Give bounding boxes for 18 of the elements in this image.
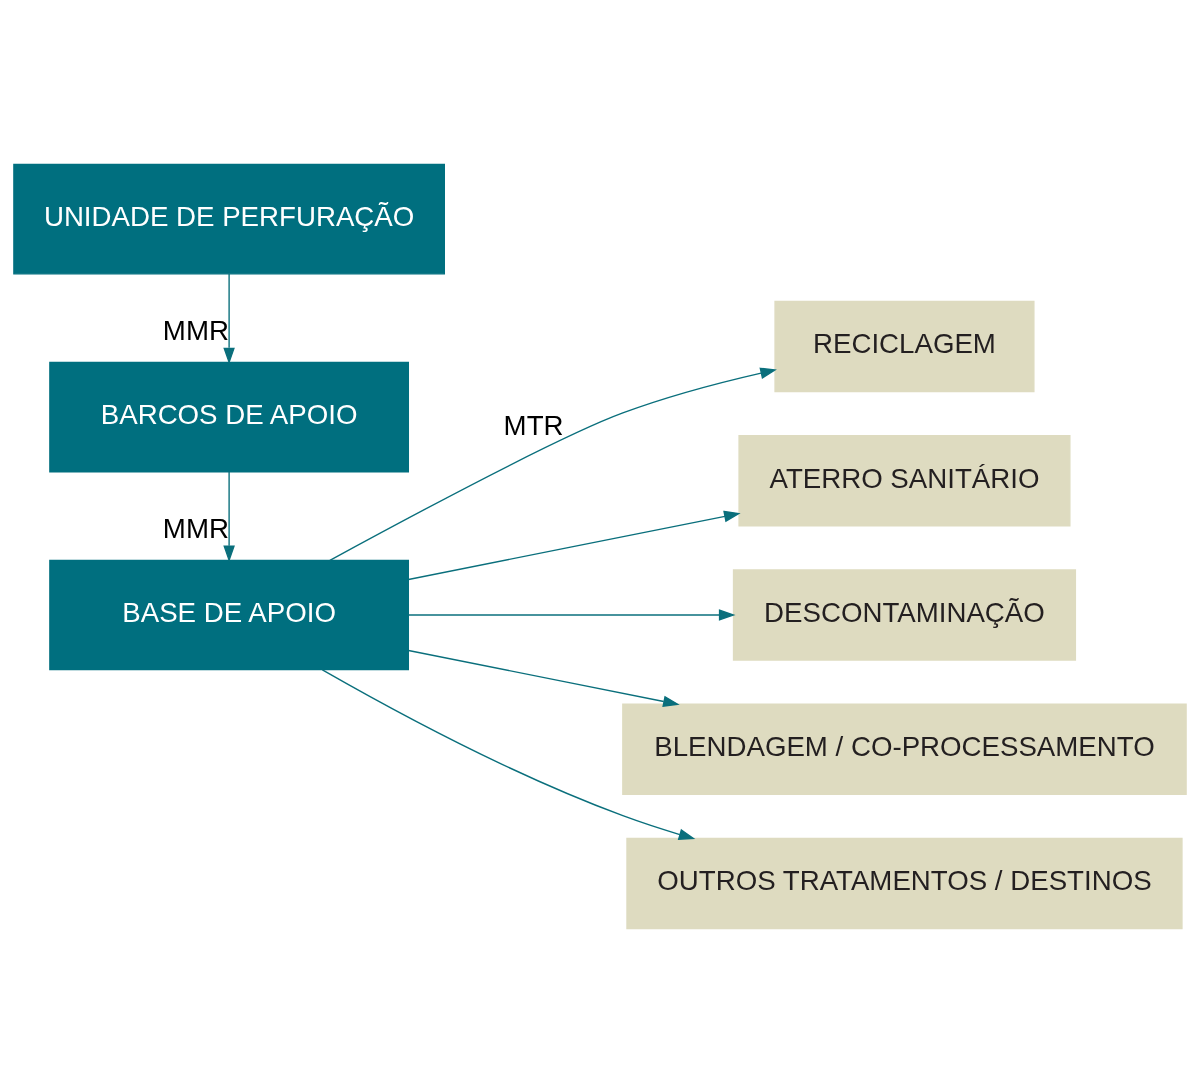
node-box: ATERRO SANITÁRIO <box>738 434 1071 526</box>
node-box: BASE DE APOIO <box>49 559 409 670</box>
arrow <box>223 470 235 562</box>
node-box: DESCONTAMINAÇÃO <box>732 568 1077 661</box>
node-box: UNIDADE DE PERFURAÇÃO <box>13 163 445 275</box>
arrow <box>321 668 696 840</box>
node-box: BLENDAGEM / CO-PROCESSAMENTO <box>622 703 1187 795</box>
edge-label: MTR <box>503 409 564 441</box>
arrow <box>407 510 741 580</box>
arrow <box>407 649 680 707</box>
arrow <box>407 608 736 621</box>
node-box: BARCOS DE APOIO <box>49 361 409 472</box>
node-box: RECICLAGEM <box>774 300 1035 392</box>
arrow <box>329 367 777 561</box>
edge-label: MMR <box>162 314 229 346</box>
node-box: OUTROS TRATAMENTOS / DESTINOS <box>626 837 1183 929</box>
arrow <box>223 272 235 364</box>
edge-label: MMR <box>162 512 229 544</box>
